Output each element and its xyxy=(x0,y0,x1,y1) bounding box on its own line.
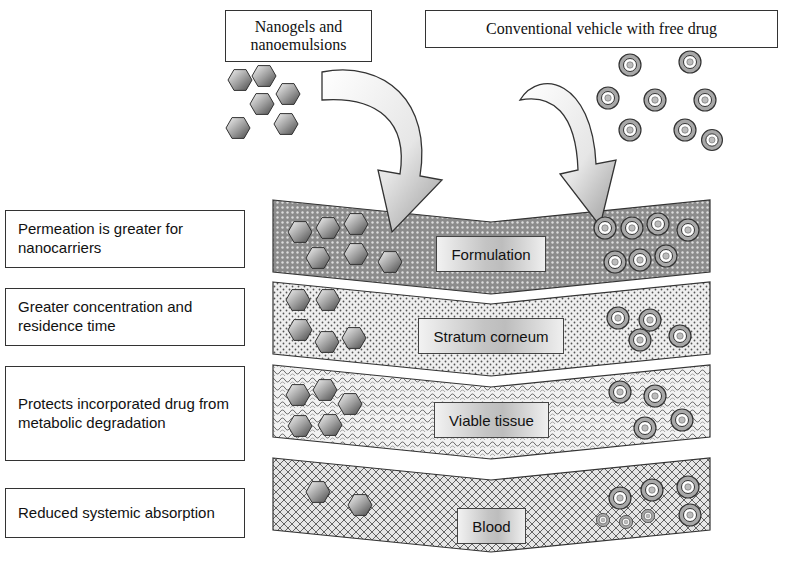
free-drug-particle xyxy=(679,51,701,73)
nanocarrier-hexagon xyxy=(378,252,402,273)
layer-bands xyxy=(273,200,710,552)
nanocarrier-hexagon xyxy=(306,482,330,503)
nanocarrier-hexagon xyxy=(342,328,366,349)
note-box: Greater concentration and residence time xyxy=(5,288,245,346)
free-drug-particle xyxy=(596,513,609,526)
nanocarrier-hexagon xyxy=(316,218,340,239)
box-text: Formulation xyxy=(451,246,530,263)
free-drug-particle xyxy=(679,504,701,526)
free-drug-particle xyxy=(677,476,699,498)
free-drug-particle xyxy=(702,130,723,151)
nanocarrier-hexagon xyxy=(288,416,312,437)
layer-label: Stratum corneum xyxy=(418,318,564,354)
nanocarrier-hexagon xyxy=(250,94,274,115)
nanocarrier-hexagon xyxy=(286,385,310,406)
nanocarrier-hexagon xyxy=(306,248,330,269)
free-drug-particle xyxy=(644,89,666,111)
box-text: Greater concentration and residence time xyxy=(18,298,232,336)
free-drug-particle xyxy=(619,54,641,76)
free-drug-particle xyxy=(619,515,632,528)
box-text: Reduced systemic absorption xyxy=(18,504,215,523)
nanocarrier-hexagon xyxy=(286,290,310,311)
layer-band xyxy=(273,458,710,552)
free-drug-particle xyxy=(594,217,616,239)
note-box: Protects incorporated drug from metaboli… xyxy=(5,366,245,461)
carrier-box: Nanogels and nanoemulsions xyxy=(225,10,372,62)
free-drug-particle xyxy=(674,119,696,141)
free-drug-particle xyxy=(644,385,666,407)
layer-label: Blood xyxy=(457,508,526,544)
particles xyxy=(226,51,722,529)
nanocarrier-hexagon xyxy=(228,70,252,91)
nanocarrier-hexagon xyxy=(316,290,340,311)
layer-label: Formulation xyxy=(436,236,546,272)
nanocarrier-hexagon xyxy=(252,66,276,87)
free-drug-particle xyxy=(604,251,626,273)
free-drug-particle xyxy=(621,217,643,239)
box-text: Protects incorporated drug from metaboli… xyxy=(18,395,232,433)
free-drug-particle xyxy=(607,307,629,329)
nanocarrier-hexagon xyxy=(344,214,368,235)
carrier-box: Conventional vehicle with free drug xyxy=(425,10,778,48)
free-drug-particle xyxy=(609,381,631,403)
box-text: Conventional vehicle with free drug xyxy=(486,20,717,38)
free-drug-particle xyxy=(641,509,654,522)
nanocarrier-hexagon xyxy=(276,84,300,105)
note-box: Reduced systemic absorption xyxy=(5,488,245,538)
nanocarrier-hexagon xyxy=(338,394,362,415)
box-text: Viable tissue xyxy=(449,412,534,429)
box-text: Blood xyxy=(472,518,510,535)
free-drug-particle xyxy=(629,249,651,271)
nanocarrier-hexagon xyxy=(226,118,250,139)
free-drug-particle xyxy=(655,245,677,267)
free-drug-particle xyxy=(641,479,663,501)
free-drug-particle xyxy=(634,417,656,439)
nanocarrier-hexagon xyxy=(274,114,298,135)
free-drug-particle xyxy=(629,329,651,351)
layer-band xyxy=(273,282,710,376)
nanocarrier-hexagon xyxy=(318,415,342,436)
free-drug-particle xyxy=(619,119,641,141)
free-drug-particle xyxy=(694,89,716,111)
curved-arrows xyxy=(322,70,616,232)
nanocarrier-hexagon xyxy=(313,380,337,401)
free-drug-particle xyxy=(609,487,631,509)
layer-band xyxy=(273,200,710,294)
box-text: Stratum corneum xyxy=(433,328,548,345)
box-text: Permeation is greater for nanocarriers xyxy=(18,220,232,258)
box-text: Nanogels and nanoemulsions xyxy=(236,18,361,54)
free-drug-particle xyxy=(669,325,691,347)
free-drug-particle xyxy=(639,309,661,331)
nanocarrier-hexagon xyxy=(315,332,339,353)
free-drug-particle xyxy=(597,87,619,109)
curved-arrow xyxy=(322,70,442,232)
free-drug-particle xyxy=(647,213,669,235)
free-drug-particle xyxy=(677,219,699,241)
nanocarrier-hexagon xyxy=(288,320,312,341)
nanocarrier-hexagon xyxy=(288,222,312,243)
nanocarrier-hexagon xyxy=(344,244,368,265)
layer-label: Viable tissue xyxy=(434,402,549,438)
nanocarrier-hexagon xyxy=(348,495,372,516)
note-box: Permeation is greater for nanocarriers xyxy=(5,210,245,268)
free-drug-particle xyxy=(671,409,693,431)
layer-band xyxy=(273,365,710,459)
